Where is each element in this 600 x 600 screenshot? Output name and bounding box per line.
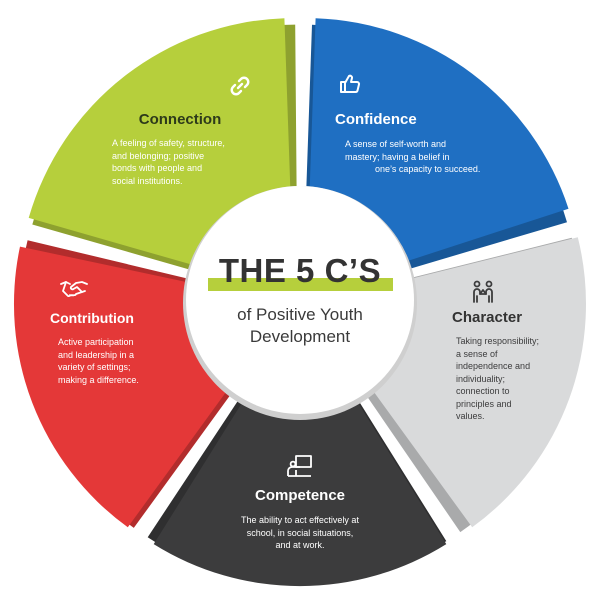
connection-desc-line: social institutions. [112,175,183,186]
confidence-description: A sense of self-worth and mastery; havin… [335,138,515,176]
people-icon [473,280,493,303]
confidence-block: Confidence A sense of self-worth and mas… [335,111,515,176]
competence-title: Competence [254,487,346,504]
competence-block: Competence The ability to act effectivel… [212,487,388,552]
link-icon [230,76,250,96]
contribution-description: Active participation and leadership in a… [50,336,180,386]
confidence-desc-line: mastery; having a belief in [345,151,450,162]
handshake-icon [60,281,88,298]
character-desc-line: individuality; [456,373,506,384]
competence-desc-line: The ability to act effectively at [241,515,359,525]
character-segment [368,237,587,528]
thumbs-up-icon [340,74,361,93]
connection-desc-line: and belonging; positive [112,150,205,161]
contribution-title: Contribution [50,310,134,326]
connection-segment [28,18,291,267]
character-desc-line: connection to [456,386,510,396]
contribution-desc-line: making a difference. [58,374,139,385]
contribution-block: Contribution Active participation and le… [50,309,180,386]
connection-block: Connection A feeling of safety, structur… [108,111,258,187]
contribution-desc-line: variety of settings; [58,362,131,372]
competence-description: The ability to act effectively at school… [212,514,388,552]
contribution-desc-line: Active participation [58,337,134,347]
connection-desc-line: A feeling of safety, structure, [112,138,225,148]
connection-description: A feeling of safety, structure, and belo… [108,137,258,187]
subtitle-line-1: of Positive Youth [237,305,363,324]
competence-desc-line: school, in social situations, [246,527,354,538]
confidence-desc-line: A sense of self-worth and [345,139,447,149]
diagram-subtitle: of Positive Youth Development [190,304,410,348]
contribution-segment [13,246,232,528]
confidence-title: Confidence [335,111,417,128]
character-title: Character [452,309,523,326]
character-desc-line: independence and [456,361,531,371]
teacher-board-icon [287,455,312,477]
competence-segment [153,394,447,587]
character-desc-line: Taking responsibility; [456,336,540,346]
connection-desc-line: bonds with people and [112,163,203,173]
title-underline-bar [208,278,393,291]
diagram-title: THE 5 C’S [218,252,382,289]
connection-title: Connection [138,111,222,128]
competence-desc-line: and at work. [275,540,325,550]
character-desc-line: principles and [456,398,512,409]
character-block: Character Taking responsibility; a sense… [452,309,567,423]
confidence-segment [309,18,569,264]
character-desc-line: values. [456,411,485,421]
center-hub [186,186,414,414]
character-description: Taking responsibility; a sense of indepe… [452,335,567,423]
contribution-desc-line: and leadership in a [58,349,135,360]
subtitle-line-2: Development [249,327,351,346]
confidence-desc-line: one’s capacity to succeed. [375,164,481,174]
character-desc-line: a sense of [456,348,498,359]
